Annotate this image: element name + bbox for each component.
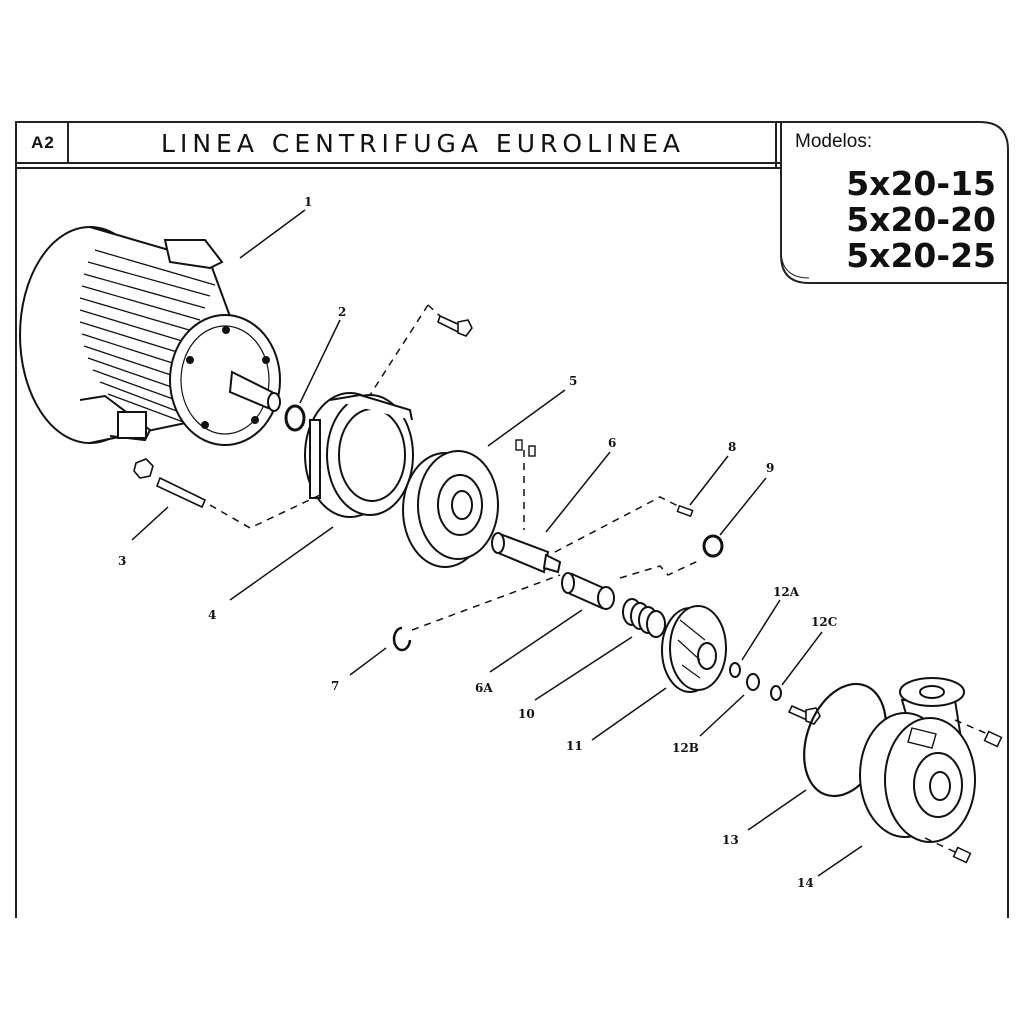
leader-lines bbox=[131, 209, 863, 877]
callout-4: 4 bbox=[208, 608, 216, 622]
washer-part-12B bbox=[746, 673, 760, 691]
volute-casing-part-14 bbox=[859, 677, 976, 843]
callout-10: 10 bbox=[518, 707, 535, 721]
bolt-top bbox=[437, 314, 473, 337]
plugs bbox=[952, 730, 1003, 864]
sleeve-part-6A bbox=[561, 572, 615, 610]
models-label: Modelos: bbox=[795, 131, 873, 152]
callout-2: 2 bbox=[338, 305, 346, 319]
key-part-8 bbox=[676, 504, 694, 518]
drawing-frame bbox=[15, 121, 1009, 918]
snap-ring-part-7 bbox=[392, 626, 412, 652]
callout-6A: 6A bbox=[475, 681, 493, 695]
stud-part-3 bbox=[133, 458, 207, 509]
diagram-title: LINEA CENTRIFUGA EUROLINEA bbox=[161, 128, 685, 158]
model-name: 5x20-25 bbox=[846, 236, 996, 275]
sheet-code: A2 bbox=[31, 133, 55, 152]
callout-labels: 1 2 3 4 5 6 6A 7 8 9 10 11 12A 12B 12C 1… bbox=[118, 195, 837, 890]
callout-12A: 12A bbox=[773, 585, 800, 599]
callout-13: 13 bbox=[722, 833, 739, 847]
callout-5: 5 bbox=[569, 374, 577, 388]
model-name: 5x20-20 bbox=[846, 200, 996, 239]
motor-part-1 bbox=[19, 226, 281, 446]
callout-8: 8 bbox=[728, 440, 736, 454]
callout-7: 7 bbox=[331, 679, 339, 693]
callout-11: 11 bbox=[566, 739, 583, 753]
washer-part-12C bbox=[770, 685, 782, 701]
callout-14: 14 bbox=[797, 876, 814, 890]
shaft-sleeve-part-6 bbox=[491, 532, 562, 574]
assembly-lines bbox=[209, 304, 991, 853]
o-ring-part-9 bbox=[702, 534, 724, 558]
callout-3: 3 bbox=[118, 554, 126, 568]
washer-part-2 bbox=[284, 404, 306, 432]
model-name: 5x20-15 bbox=[846, 164, 996, 203]
mechanical-seal-part-10 bbox=[622, 598, 666, 638]
washer-part-12A bbox=[729, 662, 741, 678]
callout-12C: 12C bbox=[811, 615, 837, 629]
callout-6: 6 bbox=[608, 436, 616, 450]
callout-12B: 12B bbox=[672, 741, 699, 755]
callout-9: 9 bbox=[766, 461, 774, 475]
callout-1: 1 bbox=[304, 195, 312, 209]
adapter-flange-part-4 bbox=[304, 392, 414, 518]
seal-housing-part-5 bbox=[402, 450, 499, 568]
pins-part-6-group bbox=[515, 439, 536, 457]
impeller-part-11 bbox=[661, 605, 727, 693]
